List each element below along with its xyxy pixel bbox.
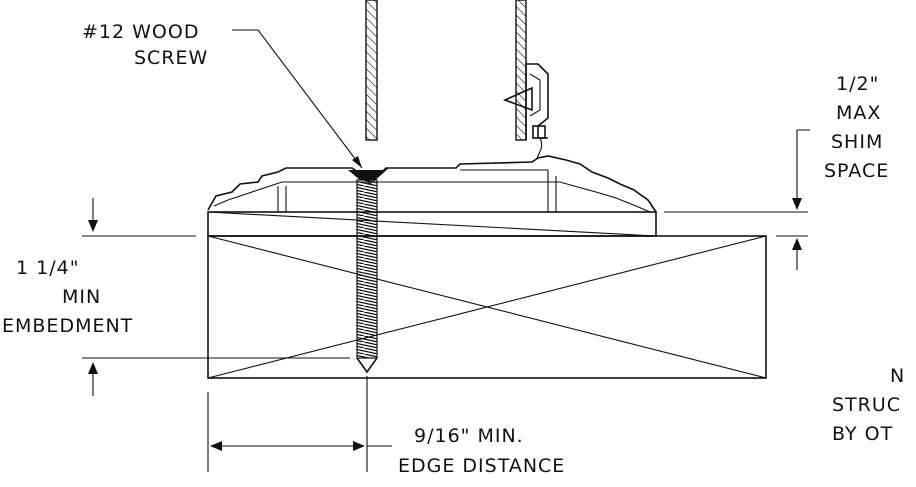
embedment-label-line3: EMBEDMENT (2, 315, 133, 337)
left-panel (365, 0, 378, 141)
edge-label-line2: EDGE DISTANCE (398, 455, 565, 477)
embedment-label-line1: 1 1/4" (16, 257, 79, 279)
right-panel (502, 0, 549, 161)
structure-label-line3: BY OT (832, 423, 893, 445)
shim-label-line3: SHIM (831, 131, 883, 153)
screw-label-line2: SCREW (134, 47, 208, 69)
edge-distance-dimension (207, 376, 392, 472)
embedment-dimension (82, 198, 350, 396)
structure-label-line2: STRUC (832, 394, 901, 416)
structure-label-line1: N (890, 365, 905, 387)
shim-dimension (664, 129, 810, 270)
sill-extrusion (207, 155, 657, 213)
shim-label-line2: MAX (836, 102, 881, 124)
substrate-block (207, 235, 767, 379)
wood-screw (348, 170, 386, 374)
screw-leader (232, 29, 363, 169)
shim-space (207, 211, 657, 237)
embedment-label-line2: MIN (62, 286, 101, 308)
screw-label-line1: #12 WOOD (82, 21, 199, 43)
shim-label-line4: SPACE (824, 160, 889, 182)
edge-label-line1: 9/16" MIN. (414, 425, 524, 447)
shim-label-line1: 1/2" (836, 73, 879, 95)
